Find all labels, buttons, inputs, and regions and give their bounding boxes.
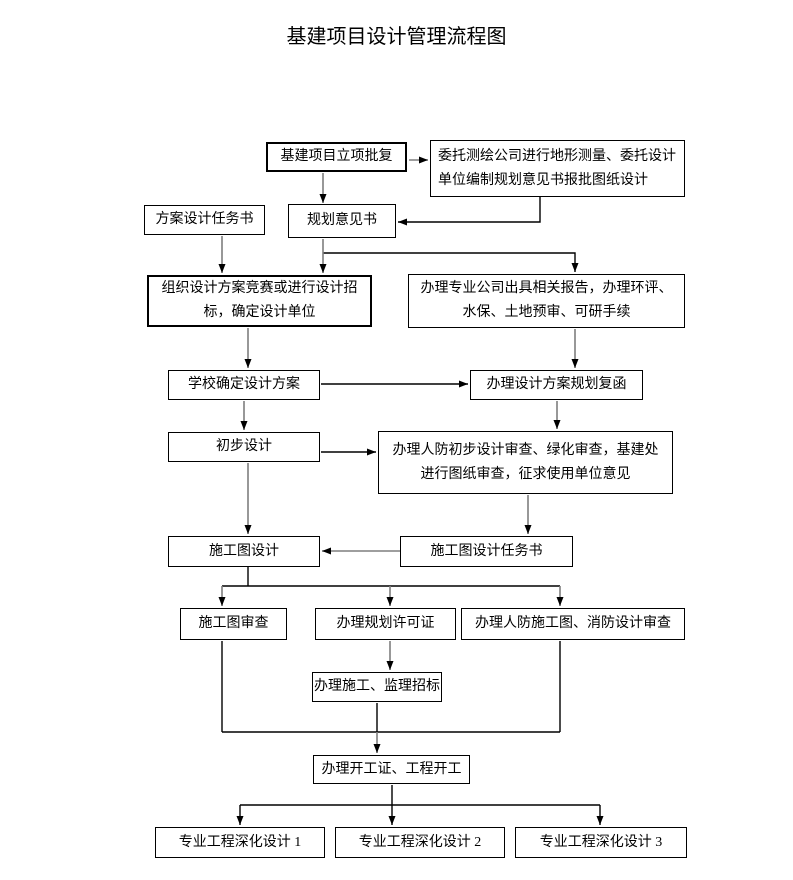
node-label: 施工图设计 — [209, 543, 279, 559]
node-label: 学校确定设计方案 — [188, 377, 300, 392]
node-label: 委托测绘公司进行地形测量、委托设计 — [438, 148, 676, 164]
node-label: 水保、土地预审、可研手续 — [462, 305, 631, 320]
node-deepening-design-2: 专业工程深化设计 2 — [335, 827, 505, 858]
node-label: 单位编制规划意见书报批图纸设计 — [438, 172, 648, 188]
node-drawing-review: 施工图审查 — [180, 608, 287, 640]
node-label: 办理施工、监理招标 — [314, 679, 440, 694]
node-survey-mapping: 委托测绘公司进行地形测量、委托设计 单位编制规划意见书报批图纸设计 — [430, 140, 685, 197]
node-label: 组织设计方案竞赛或进行设计招 — [161, 281, 358, 296]
node-design-competition: 组织设计方案竞赛或进行设计招 标，确定设计单位 — [147, 275, 372, 327]
node-school-confirm-scheme: 学校确定设计方案 — [168, 370, 320, 400]
node-scheme-design-task: 方案设计任务书 — [144, 205, 265, 235]
node-label: 初步设计 — [216, 439, 272, 454]
node-planning-permit: 办理规划许可证 — [315, 608, 456, 640]
node-label: 施工图设计任务书 — [430, 543, 543, 559]
node-label: 方案设计任务书 — [155, 212, 254, 227]
node-label: 办理规划许可证 — [336, 616, 435, 631]
node-construction-drawing-design: 施工图设计 — [168, 536, 320, 567]
node-planning-reply: 办理设计方案规划复函 — [470, 370, 643, 400]
page-title: 基建项目设计管理流程图 — [286, 26, 507, 48]
node-project-approval: 基建项目立项批复 — [266, 142, 407, 172]
node-label: 办理设计方案规划复函 — [486, 377, 627, 392]
node-label: 专业工程深化设计 3 — [539, 834, 663, 850]
node-start-permit: 办理开工证、工程开工 — [313, 755, 470, 784]
node-label: 办理人防施工图、消防设计审查 — [475, 616, 671, 631]
node-civil-defense-fire-review: 办理人防施工图、消防设计审查 — [461, 608, 685, 640]
node-label: 标，确定设计单位 — [203, 305, 316, 320]
node-civil-defense-preliminary-review: 办理人防初步设计审查、绿化审查，基建处 进行图纸审查，征求使用单位意见 — [378, 431, 673, 494]
node-label: 办理人防初步设计审查、绿化审查，基建处 — [392, 442, 659, 458]
node-label: 专业工程深化设计 1 — [178, 834, 302, 850]
node-professional-reports: 办理专业公司出具相关报告，办理环评、 水保、土地预审、可研手续 — [408, 274, 685, 328]
node-label: 办理专业公司出具相关报告，办理环评、 — [420, 281, 673, 296]
node-label: 规划意见书 — [307, 213, 377, 228]
node-deepening-design-3: 专业工程深化设计 3 — [515, 827, 687, 858]
node-label: 施工图审查 — [198, 616, 269, 631]
node-label: 进行图纸审查，征求使用单位意见 — [420, 466, 631, 482]
node-label: 专业工程深化设计 2 — [358, 834, 482, 850]
node-planning-opinion: 规划意见书 — [288, 204, 396, 238]
node-construction-supervision-bidding: 办理施工、监理招标 — [312, 672, 442, 702]
node-preliminary-design: 初步设计 — [168, 432, 320, 462]
node-label: 办理开工证、工程开工 — [321, 761, 462, 777]
node-label: 基建项目立项批复 — [280, 149, 393, 164]
node-deepening-design-1: 专业工程深化设计 1 — [155, 827, 325, 858]
node-construction-drawing-task: 施工图设计任务书 — [400, 536, 573, 567]
